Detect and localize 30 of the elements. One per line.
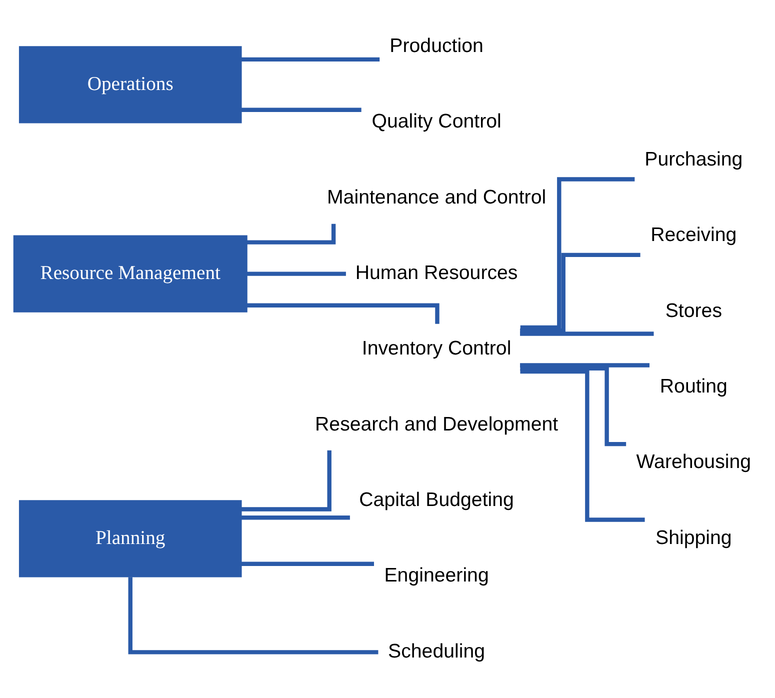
connector	[520, 176, 635, 330]
node-box: Planning	[18, 500, 242, 577]
node-box: Operations	[18, 46, 242, 123]
node-text: Receiving	[650, 224, 737, 246]
node-text: Routing	[660, 375, 728, 398]
node-text: Shipping	[656, 526, 732, 548]
node-text: Human Resources	[355, 262, 518, 284]
node-text: Stores	[665, 299, 722, 322]
connector	[242, 450, 332, 511]
node-text: Capital Budgeting	[359, 488, 514, 511]
node-text: Engineering	[384, 564, 489, 586]
node-text: Purchasing	[644, 148, 743, 170]
connector	[241, 107, 362, 112]
node-text: Inventory Control	[362, 337, 512, 360]
node-box: Resource Management	[13, 234, 248, 312]
node-text: Warehousing	[636, 450, 752, 473]
node-text: Maintenance and Control	[326, 186, 546, 208]
connector	[520, 252, 640, 332]
node-text: Production	[390, 34, 484, 57]
connector	[241, 561, 374, 566]
connector	[241, 515, 350, 520]
connector	[241, 56, 380, 62]
node-text: Quality Control	[372, 110, 502, 132]
node-text: Scheduling	[388, 640, 486, 662]
connector	[247, 271, 346, 276]
node-text: Research and Development	[315, 412, 558, 435]
connector	[128, 576, 378, 654]
connector	[520, 362, 650, 367]
connector	[520, 368, 645, 522]
connector	[520, 331, 654, 336]
